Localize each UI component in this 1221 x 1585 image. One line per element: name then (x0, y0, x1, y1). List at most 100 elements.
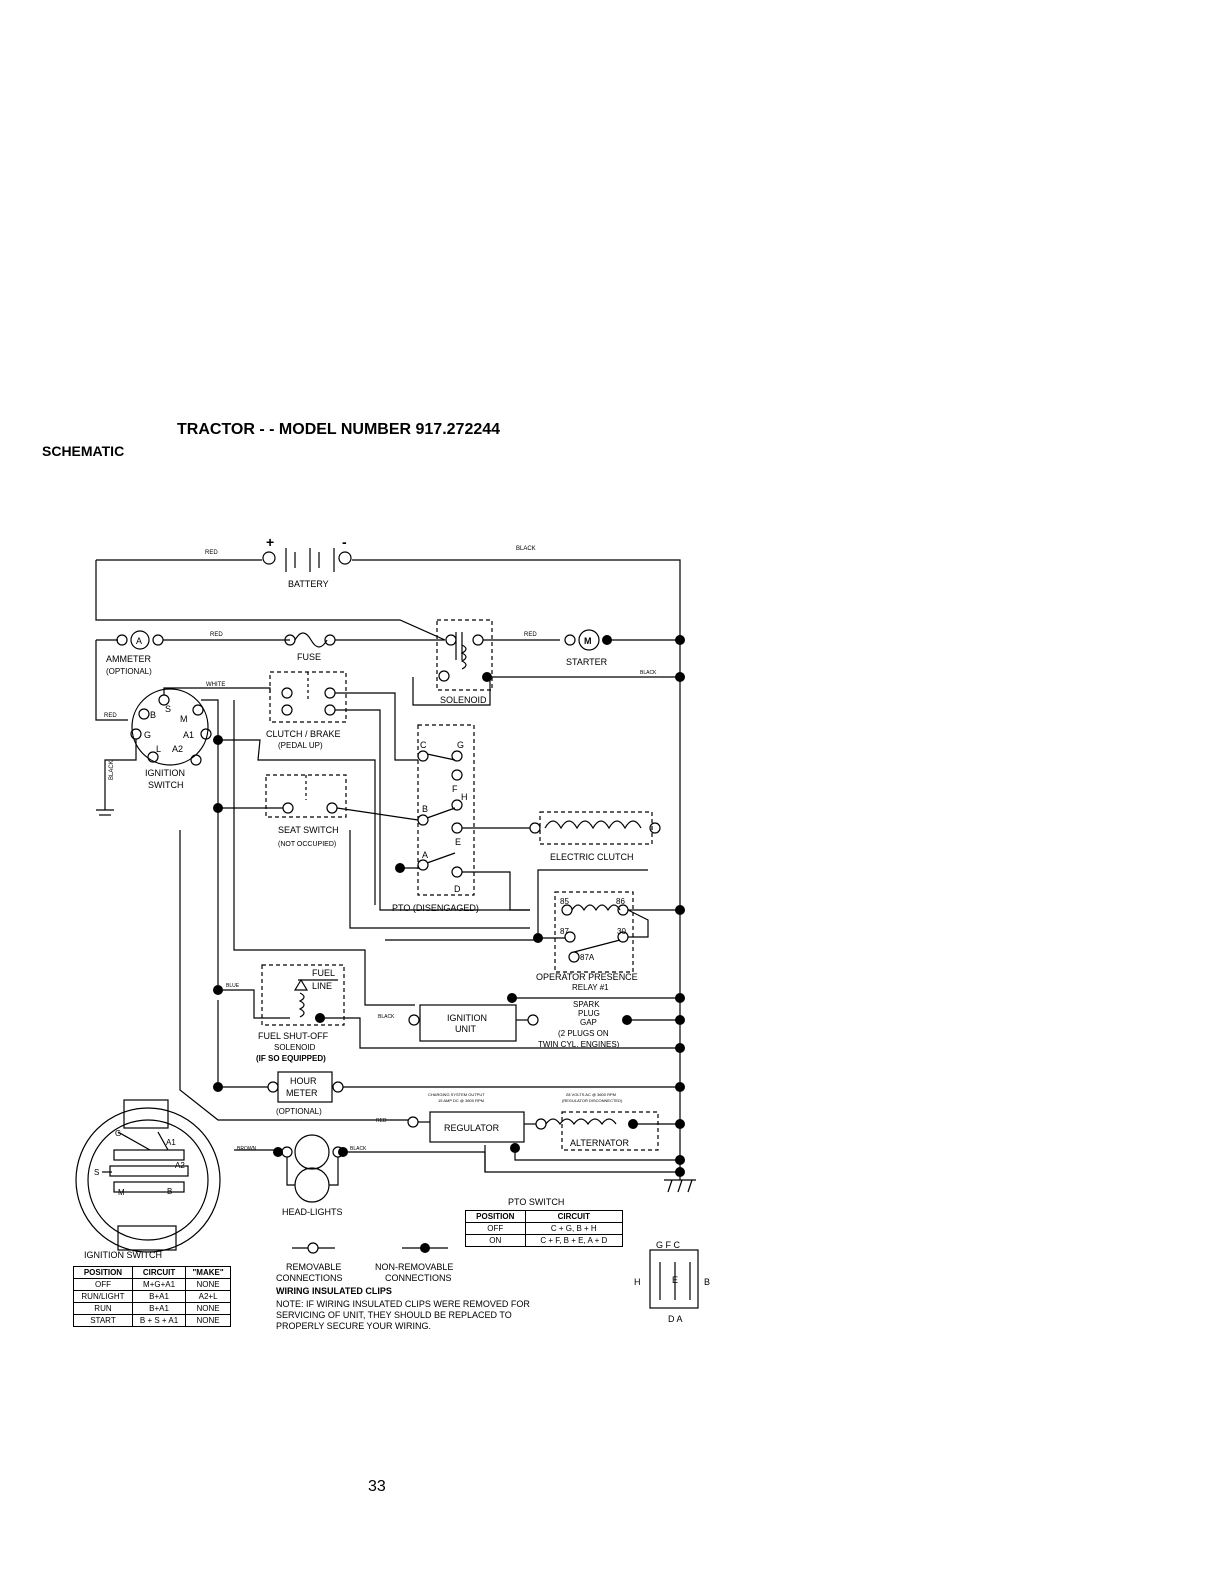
headlight-2 (294, 1167, 330, 1203)
face-term-a1: A1 (166, 1138, 176, 1147)
alternator-label: ALTERNATOR (570, 1138, 630, 1148)
label-red-2: RED (210, 632, 223, 638)
ign-switch-label-1: IGNITION (145, 768, 185, 778)
pto-table-cell: OFF (465, 1222, 526, 1235)
pto-term-d: D (454, 884, 461, 894)
hour-meter-label-1: HOUR (290, 1076, 317, 1086)
page-number: 33 (368, 1478, 386, 1495)
label-black-5: BLACK (350, 1146, 367, 1152)
ign-table-cell: NONE (185, 1314, 231, 1327)
alternator-box (561, 1111, 659, 1151)
wire-black-battery-minus (352, 559, 681, 1180)
ign-table-cell: B + S + A1 (131, 1314, 187, 1327)
pto-pin-h: H (634, 1277, 641, 1287)
ign-table-cell: RUN/LIGHT (73, 1290, 133, 1303)
fuel-solenoid-label-1: FUEL SHUT-OFF (258, 1031, 329, 1041)
relay-label-1: OPERATOR PRESENCE (536, 972, 638, 982)
battery-label: BATTERY (288, 579, 329, 589)
label-black-1: BLACK (516, 546, 536, 552)
ign-table-cell: NONE (185, 1302, 231, 1315)
spark-label-3: GAP (580, 1018, 597, 1027)
ignition-switch-contacts (131, 688, 209, 766)
ign-table-cell: OFF (73, 1278, 133, 1291)
fuse-label: FUSE (297, 652, 321, 662)
pto-term-a: A (422, 850, 428, 860)
ign-table-cell: B+A1 (131, 1290, 187, 1303)
fuse-symbol (294, 632, 328, 648)
battery-symbol (285, 548, 335, 572)
alt-out-label-1: 28 VOLTS AC @ 3600 RPM (566, 1092, 616, 1097)
spark-label-2: PLUG (578, 1009, 600, 1018)
ign-table-cell: B+A1 (131, 1302, 187, 1315)
label-red-3: RED (524, 632, 537, 638)
headlight-1 (294, 1134, 330, 1170)
label-white: WHITE (206, 682, 225, 688)
hour-meter-sub: (OPTIONAL) (276, 1107, 322, 1116)
pto-pin-e: E (672, 1275, 678, 1285)
ammeter-symbol (130, 630, 150, 650)
ign-header: POSITION (73, 1266, 133, 1279)
legend-nonremovable-2: CONNECTIONS (385, 1273, 452, 1283)
face-term-m: M (118, 1188, 125, 1197)
charging-label-1: CHARGING SYSTEM OUTPUT (428, 1092, 485, 1097)
seat-switch-label: SEAT SWITCH (278, 825, 339, 835)
fuel-line-label-1: FUEL (312, 968, 335, 978)
starter-symbol (578, 629, 600, 651)
pto-pin-b: B (704, 1277, 710, 1287)
ignition-switch-face (75, 1107, 221, 1253)
label-red-1: RED (205, 550, 218, 556)
seat-switch-box (265, 774, 347, 818)
pto-disengaged-label: PTO (DISENGAGED) (392, 903, 479, 913)
label-red-5: RED (376, 1118, 387, 1124)
regulator-label: REGULATOR (444, 1123, 500, 1133)
spark-label-4: (2 PLUGS ON (558, 1029, 609, 1038)
electric-clutch-label: ELECTRIC CLUTCH (550, 852, 634, 862)
headlights-label: HEAD-LIGHTS (282, 1207, 343, 1217)
relay-label-2: RELAY #1 (572, 983, 609, 992)
ign-table-cell: NONE (185, 1278, 231, 1291)
ign-term-b: B (150, 710, 156, 720)
pto-header: POSITION (465, 1210, 526, 1223)
pto-term-b: B (422, 804, 428, 814)
wire-red-to-ignition (95, 640, 128, 721)
legend-nonremovable-1: NON-REMOVABLE (375, 1262, 453, 1272)
ign-switch-table-title: IGNITION SWITCH (84, 1250, 162, 1260)
pto-switch-table-title: PTO SWITCH (508, 1197, 564, 1207)
alt-out-label-2: (REGULATOR DISCONNECTED) (562, 1098, 623, 1103)
legend-removable-2: CONNECTIONS (276, 1273, 343, 1283)
ign-switch-label-2: SWITCH (148, 780, 184, 790)
pto-term-g: G (457, 740, 464, 750)
page-title: TRACTOR - - MODEL NUMBER 917.272244 (177, 421, 501, 438)
relay-box (554, 891, 634, 973)
wire-white-to-clutch-switch (163, 687, 271, 695)
label-black-3: BLACK (109, 760, 115, 780)
solenoid-label: SOLENOID (440, 695, 487, 705)
relay-term-87: 87 (560, 927, 569, 936)
label-black-4: BLACK (378, 1014, 395, 1020)
ign-table-cell: A2+L (185, 1290, 231, 1303)
regulator-box (429, 1111, 525, 1143)
relay-term-87a: 87A (580, 953, 595, 962)
ign-table-cell: M+G+A1 (131, 1278, 187, 1291)
label-plus: + (266, 534, 274, 550)
ammeter-optional: (OPTIONAL) (106, 667, 152, 676)
relay-term-86: 86 (616, 897, 625, 906)
clutch-brake-sub: (PEDAL UP) (278, 741, 323, 750)
wire-battery-to-solenoid (95, 560, 446, 641)
spark-label-1: SPARK (573, 1000, 600, 1009)
ign-header: "MAKE" (185, 1266, 231, 1279)
charging-label-2: 15 AMP DC @ 3600 RPM (438, 1098, 484, 1103)
pto-pin-top: G F C (656, 1240, 680, 1250)
note-line-1: NOTE: IF WIRING INSULATED CLIPS WERE REM… (276, 1299, 530, 1309)
pto-table-cell: C + G, B + H (524, 1222, 624, 1235)
ign-term-s: S (165, 704, 171, 714)
battery-minus-terminal (338, 551, 352, 565)
seat-switch-sub: (NOT OCCUPIED) (278, 841, 336, 848)
